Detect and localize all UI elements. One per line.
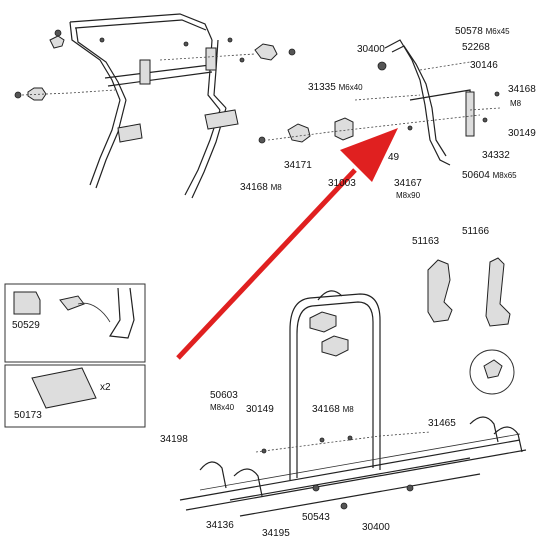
part-number: 30400: [357, 44, 385, 55]
part-number: 34167: [394, 178, 422, 189]
part-number: 31465: [428, 418, 456, 429]
part-number: 30146: [470, 60, 498, 71]
part-number: 30149: [246, 404, 274, 415]
part-number: 31335: [308, 82, 336, 93]
part-number: 34136: [206, 520, 234, 531]
part-number: 34171: [284, 160, 312, 171]
part-number: 51163: [412, 236, 440, 247]
inset-pads-box: [4, 364, 146, 428]
part-number: 50173: [14, 410, 42, 421]
part-number: 50578: [455, 26, 483, 37]
part-spec: M6x40: [339, 83, 364, 92]
svg-text:34168 M8: 34168 M8: [240, 182, 282, 193]
part-spec: M8x90: [396, 191, 421, 200]
svg-text:34168 M8: 34168 M8: [312, 404, 354, 415]
inset-sticker-box: [4, 283, 146, 363]
part-number: 50603: [210, 390, 238, 401]
part-number: 34195: [262, 528, 290, 539]
quantity-label: x2: [100, 382, 111, 393]
part-number: 50604: [462, 170, 490, 181]
svg-text:31335 M6x40: 31335 M6x40: [308, 82, 363, 93]
bike-carrier: [179, 257, 527, 517]
part-spec: M8x40: [210, 403, 235, 412]
svg-text:50578 M6x45: 50578 M6x45: [455, 26, 510, 37]
part-spec: M8: [510, 99, 522, 108]
top-right-assembly: [258, 39, 501, 166]
part-number: 34168: [508, 84, 536, 95]
part-number: 31003: [328, 178, 356, 189]
part-spec: M8: [343, 405, 355, 414]
labels-bottom: 51163 51166 50603 M8x40 30149 34168 M8 3…: [160, 226, 490, 539]
part-spec: M8x65: [493, 171, 518, 180]
part-number: 34168: [312, 404, 340, 415]
labels-top-right: 50578 M6x45 30400 52268 30146 31335 M6x4…: [240, 26, 536, 200]
part-number: 30149: [508, 128, 536, 139]
part-spec: M6x45: [486, 27, 511, 36]
part-spec: M8: [271, 183, 283, 192]
part-number: 34168: [240, 182, 268, 193]
red-arrow: [176, 128, 398, 360]
part-number: 51166: [462, 226, 490, 237]
labels-inset: 50529 50173 x2: [12, 320, 111, 421]
part-number: 34332: [482, 150, 510, 161]
svg-text:50604 M8x65: 50604 M8x65: [462, 170, 517, 181]
top-left-assembly: [14, 13, 296, 199]
part-number: 30400: [362, 522, 390, 533]
part-number: 49: [388, 152, 400, 163]
part-number: 34198: [160, 434, 188, 445]
part-number: 52268: [462, 42, 490, 53]
part-number: 50529: [12, 320, 40, 331]
part-number: 50543: [302, 512, 330, 523]
